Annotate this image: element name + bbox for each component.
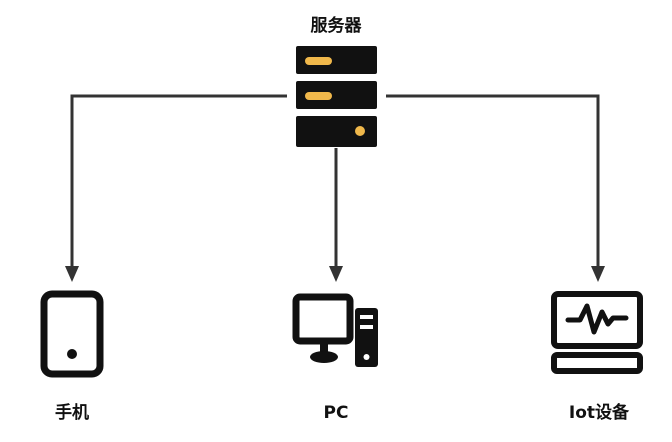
iot-monitor-icon: [551, 291, 643, 374]
arrowhead-phone: [65, 266, 79, 282]
server-label: 服务器: [311, 15, 363, 36]
mobile-phone-icon: [40, 290, 104, 378]
client-label-pc: PC: [324, 403, 349, 423]
client-label-iot: Iot设备: [569, 402, 630, 423]
arrowhead-pc: [329, 266, 343, 282]
connector-phone: [70, 94, 287, 271]
connector-iot: [386, 94, 600, 271]
arrowhead-iot: [591, 266, 605, 282]
client-label-phone: 手机: [55, 402, 89, 423]
server-icon: [296, 46, 377, 147]
desktop-pc-icon: [292, 293, 378, 367]
